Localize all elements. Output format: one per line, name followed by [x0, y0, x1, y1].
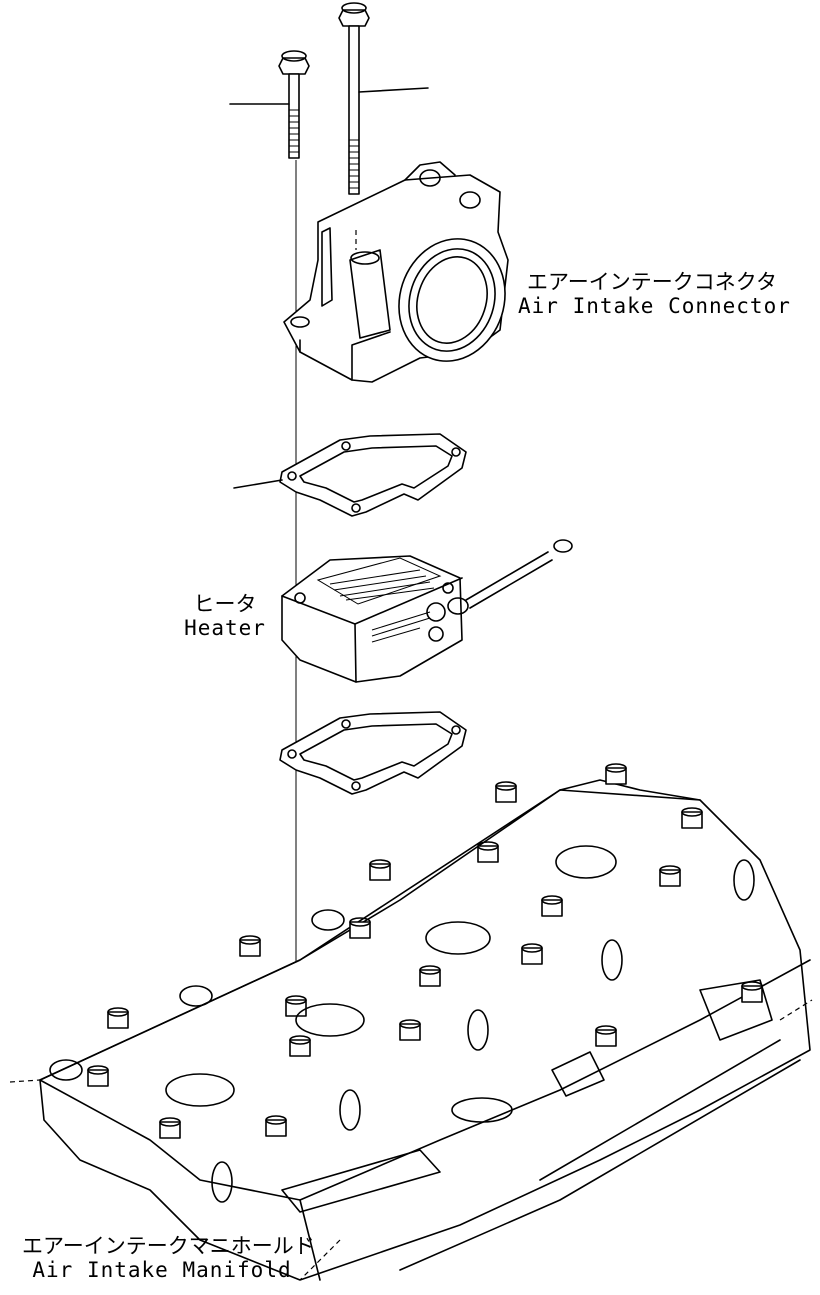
leader-line-long-bolt [358, 87, 429, 93]
label-connector-jp: エアーインテークコネクタ [527, 270, 777, 294]
label-connector-en: Air Intake Connector [518, 294, 791, 318]
air-intake-connector [283, 161, 509, 383]
air-intake-manifold [9, 763, 813, 1281]
label-air-intake-connector: エアーインテークコネクタ Air Intake Connector [518, 270, 791, 318]
bolt-short [229, 50, 310, 159]
label-heater-jp: ヒータ [193, 592, 257, 616]
head-bolts [87, 763, 763, 1139]
label-manifold-en: Air Intake Manifold [32, 1258, 292, 1282]
gasket-lower [279, 711, 467, 795]
bolt-long [338, 2, 429, 195]
heater [281, 539, 573, 683]
label-heater-en: Heater [184, 616, 266, 640]
label-manifold-jp: エアーインテークマニホールド [22, 1234, 315, 1258]
label-air-intake-manifold: エアーインテークマニホールド Air Intake Manifold [22, 1234, 315, 1282]
leader-line-gasket [233, 479, 283, 489]
head-ports [49, 845, 755, 1203]
gasket-upper [233, 433, 467, 517]
label-heater: ヒータ Heater [180, 592, 270, 640]
